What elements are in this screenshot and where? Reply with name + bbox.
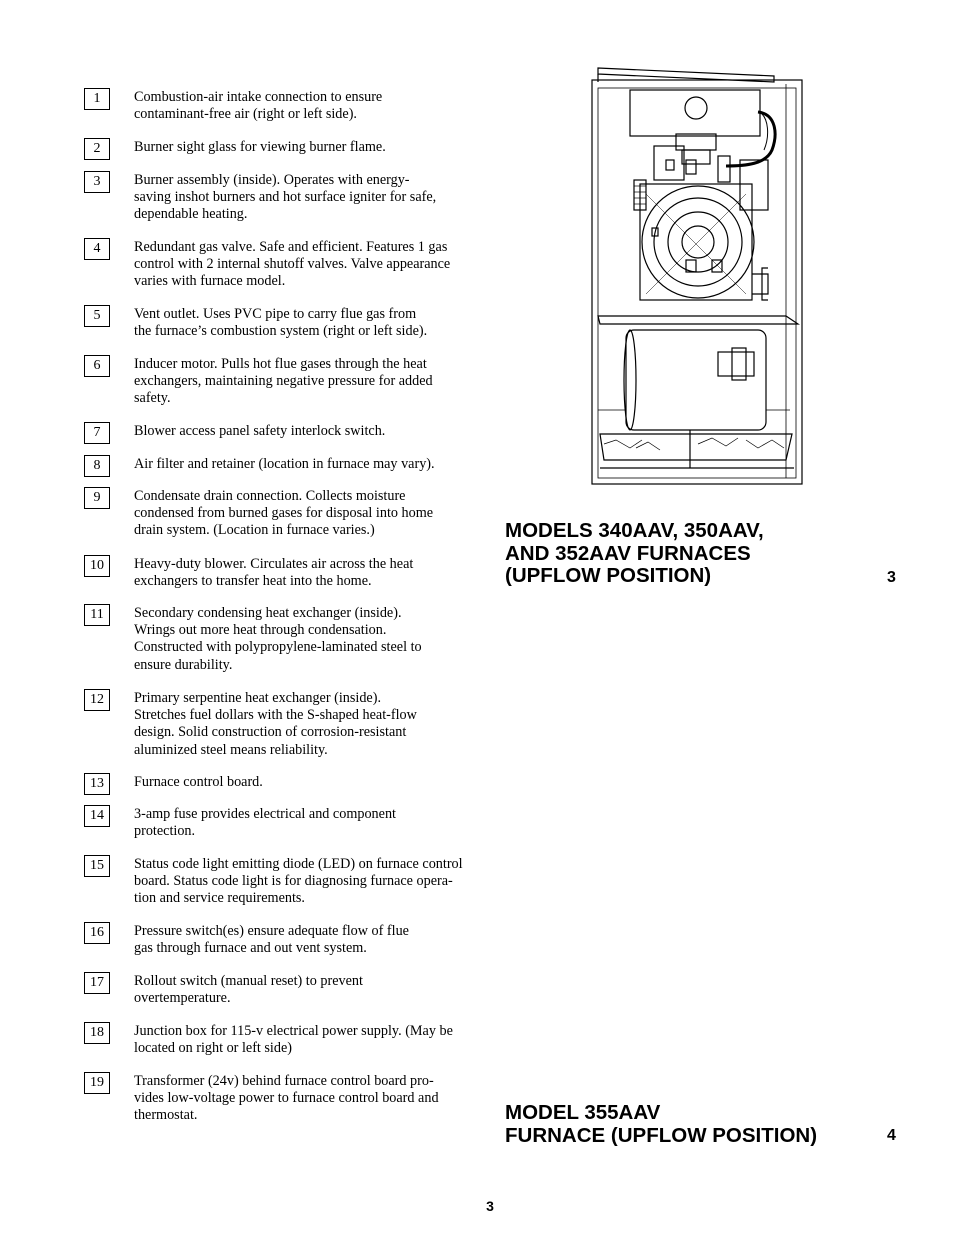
item-number: 11 — [84, 604, 110, 626]
item-description: Junction box for 115-v electrical power … — [134, 1023, 453, 1057]
item-number: 1 — [84, 88, 110, 110]
item-description: Vent outlet. Uses PVC pipe to carry flue… — [134, 306, 428, 340]
item-number: 15 — [84, 855, 110, 877]
item-description: Primary serpentine heat exchanger (insid… — [134, 690, 417, 758]
item-number: 18 — [84, 1022, 110, 1044]
item-description: Furnace control board. — [134, 774, 263, 790]
item-description: Redundant gas valve. Safe and efficient.… — [134, 239, 451, 290]
item-description: Inducer motor. Pulls hot flue gases thro… — [134, 356, 433, 407]
furnace-illustration — [591, 67, 803, 485]
item-description: Heavy-duty blower. Circulates air across… — [134, 556, 414, 590]
page-number: 3 — [486, 1198, 494, 1214]
figure-4-caption: MODEL 355AAV FURNACE (UPFLOW POSITION) — [505, 1101, 818, 1147]
item-description: Combustion-air intake connection to ensu… — [134, 89, 383, 123]
item-number: 4 — [84, 238, 110, 260]
item-number: 3 — [84, 171, 110, 193]
item-number: 7 — [84, 422, 110, 444]
item-description: Rollout switch (manual reset) to prevent… — [134, 973, 363, 1007]
item-description: Burner assembly (inside). Operates with … — [134, 172, 437, 223]
item-number: 14 — [84, 805, 110, 827]
item-description: Status code light emitting diode (LED) o… — [134, 856, 463, 907]
item-number: 12 — [84, 689, 110, 711]
item-number: 16 — [84, 922, 110, 944]
item-description: Air filter and retainer (location in fur… — [134, 456, 435, 472]
figure-3-number: 3 — [887, 569, 896, 586]
item-number: 13 — [84, 773, 110, 795]
item-description: 3-amp fuse provides electrical and compo… — [134, 806, 396, 840]
item-number: 10 — [84, 555, 110, 577]
item-number: 6 — [84, 355, 110, 377]
item-number: 19 — [84, 1072, 110, 1094]
item-number: 17 — [84, 972, 110, 994]
item-number: 5 — [84, 305, 110, 327]
item-number: 8 — [84, 455, 110, 477]
item-description: Blower access panel safety interlock swi… — [134, 423, 386, 439]
item-description: Secondary condensing heat exchanger (ins… — [134, 605, 422, 673]
figure-3-caption: MODELS 340AAV, 350AAV, AND 352AAV FURNAC… — [505, 519, 764, 587]
item-description: Transformer (24v) behind furnace control… — [134, 1073, 439, 1124]
item-number: 2 — [84, 138, 110, 160]
item-description: Burner sight glass for viewing burner fl… — [134, 139, 386, 155]
item-number: 9 — [84, 487, 110, 509]
item-description: Condensate drain connection. Collects mo… — [134, 488, 434, 539]
item-description: Pressure switch(es) ensure adequate flow… — [134, 923, 409, 957]
figure-4-number: 4 — [887, 1127, 896, 1144]
